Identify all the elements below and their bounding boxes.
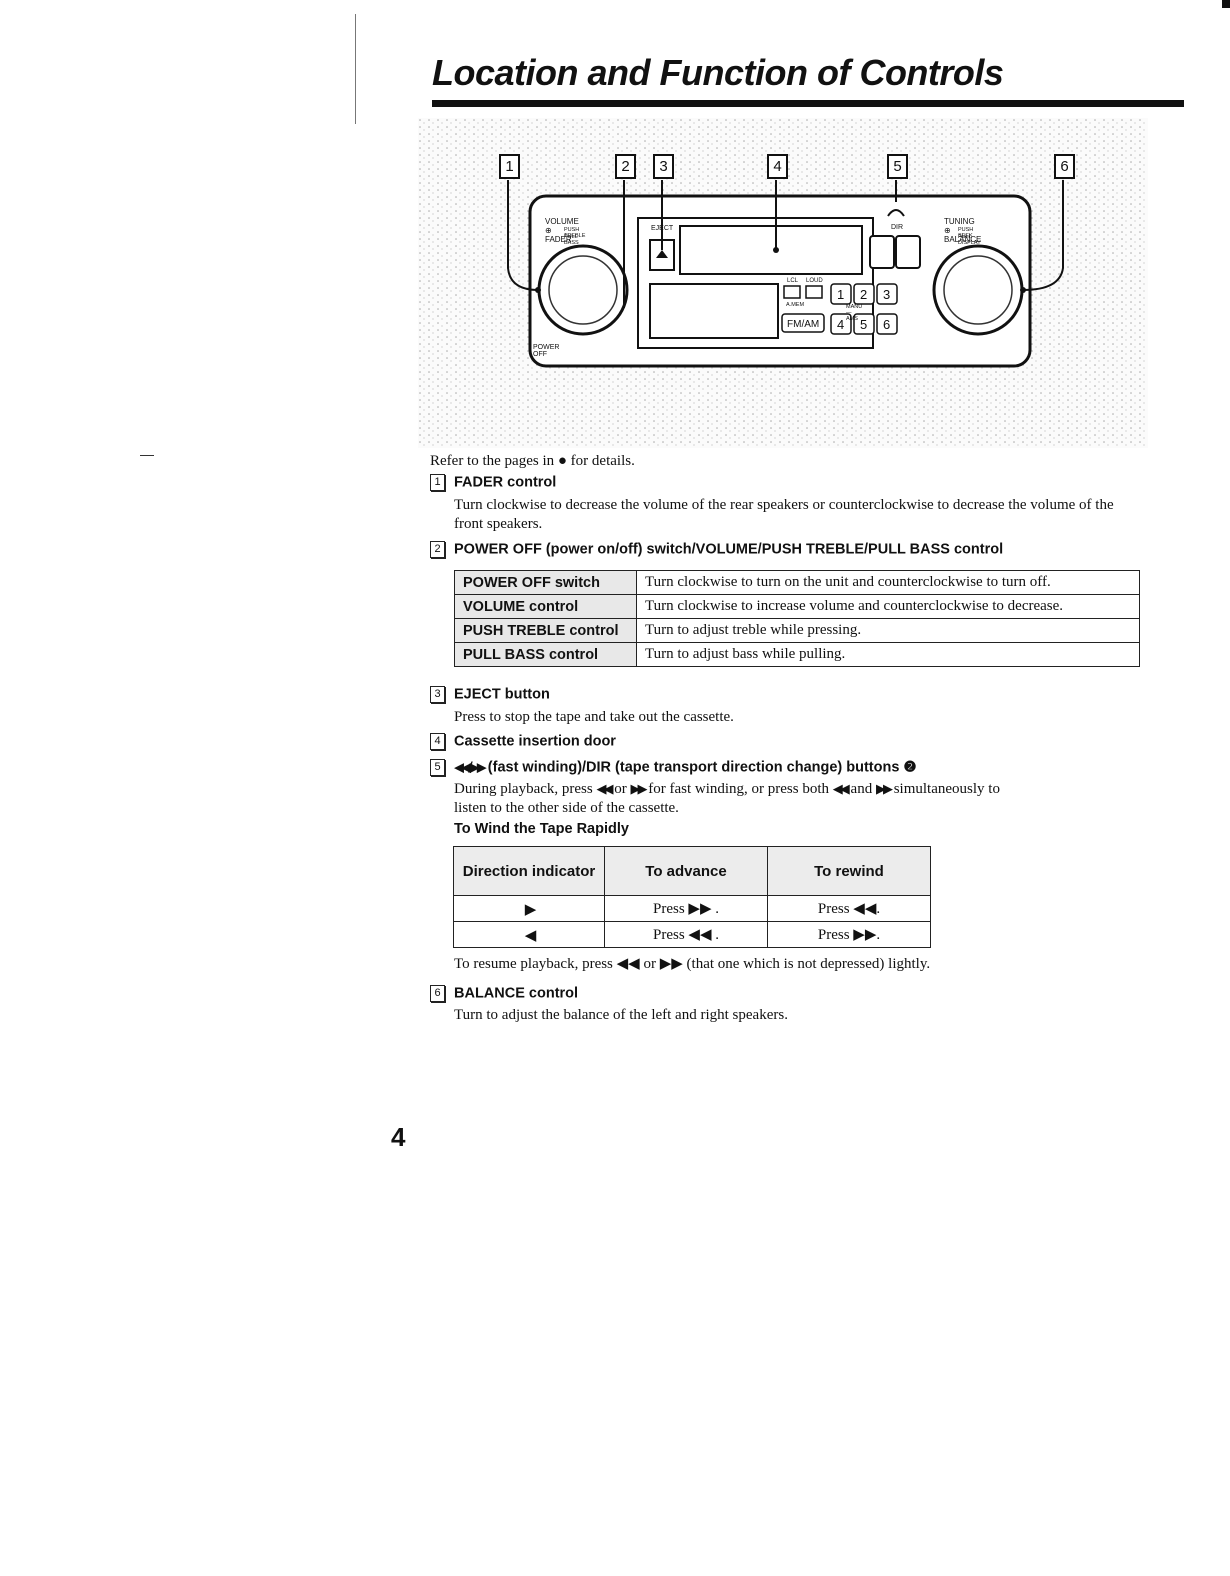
label-tuning-balance: TUNING ⊕ BALANCE (944, 217, 982, 244)
table-row: ▶ Press ▶▶ . Press ◀◀. (453, 895, 931, 922)
section-number: 6 (430, 985, 445, 1002)
scan-mark (1222, 0, 1230, 8)
section-number: 5 (430, 759, 445, 776)
label-push-treble: PUSH TREBLE (564, 227, 586, 239)
callout-4: 4 (767, 154, 788, 179)
label-pull-bass: PULL BASS (564, 234, 579, 246)
table-row: PUSH TREBLE control Turn to adjust trebl… (454, 618, 1140, 643)
column-header: Direction indicator (453, 846, 605, 896)
table-header-row: Direction indicator To advance To rewind (453, 846, 931, 896)
label-volume-fader: VOLUME ⊕ FADER (545, 217, 579, 244)
tape-winding-table: Direction indicator To advance To rewind… (453, 846, 931, 948)
preset-2: 2 (860, 287, 868, 302)
table-cell-label: PUSH TREBLE control (454, 618, 637, 643)
callout-2: 2 (615, 154, 636, 179)
label-push-seek: PUSH SEEK (958, 227, 974, 239)
section-5-subheading: To Wind the Tape Rapidly (454, 821, 629, 837)
callout-5: 5 (887, 154, 908, 179)
section-number: 3 (430, 686, 445, 703)
section-number: 4 (430, 733, 445, 750)
volume-knob (537, 244, 629, 336)
table-cell-text: Turn clockwise to increase volume and co… (636, 594, 1140, 619)
scan-mark (140, 455, 154, 456)
rewind-cell: Press ◀◀. (767, 895, 931, 922)
rewind-cell: Press ▶▶. (767, 921, 931, 948)
preset-4: 4 (837, 317, 845, 332)
label-loud: LOUD (806, 278, 823, 284)
fast-forward-button (895, 235, 921, 269)
section-1-text: Turn clockwise to decrease the volume of… (454, 497, 1114, 532)
cassette-door (679, 225, 863, 275)
column-header: To advance (604, 846, 768, 896)
fm-am-button (781, 313, 825, 333)
section-5-resume-text: To resume playback, press ◀◀ or ▶▶ (that… (454, 956, 931, 972)
display-window (649, 283, 779, 339)
table-row: VOLUME control Turn clockwise to increas… (454, 594, 1140, 619)
label-power-off: POWER OFF (533, 344, 560, 358)
direction-indicator-cell: ◀ (453, 921, 605, 948)
label-pull-display: PULL DISPLAY (958, 234, 981, 246)
section-5-heading: 5◀◀/▶▶ (fast winding)/DIR (tape transpor… (430, 759, 916, 776)
preset-6: 6 (883, 317, 891, 332)
section-number: 1 (430, 474, 445, 491)
label-lcl: LCL (787, 278, 799, 284)
balance-knob (932, 244, 1024, 336)
page-title: Location and Function of Controls (432, 52, 1004, 93)
callout-6: 6 (1054, 154, 1075, 179)
label-fm-am: FM/AM (787, 319, 820, 330)
section-3-text: Press to stop the tape and take out the … (454, 709, 734, 725)
label-a-mem: A.MEM (786, 302, 805, 308)
callout-1: 1 (499, 154, 520, 179)
label-eject: EJECT (651, 225, 674, 232)
section-5-text: During playback, press ◀◀ or ▶▶ for fast… (454, 781, 1000, 816)
table-cell-label: VOLUME control (454, 594, 637, 619)
column-header: To rewind (767, 846, 931, 896)
page-number: 4 (391, 1122, 406, 1152)
preset-5: 5 (860, 317, 868, 332)
intro-text: Refer to the pages in ● for details. (430, 453, 635, 469)
direction-indicator-cell: ▶ (453, 895, 605, 922)
power-volume-table: POWER OFF switch Turn clockwise to turn … (454, 570, 1140, 667)
rewind-button (869, 235, 895, 269)
table-row: POWER OFF switch Turn clockwise to turn … (454, 570, 1140, 595)
callout-3: 3 (653, 154, 674, 179)
table-cell-text: Turn clockwise to turn on the unit and c… (636, 570, 1140, 595)
title-rule (432, 100, 1184, 107)
section-number: 2 (430, 541, 445, 558)
table-cell-label: POWER OFF switch (454, 570, 637, 595)
table-cell-label: PULL BASS control (454, 642, 637, 667)
label-manu-ams: MANU — AMS (846, 304, 863, 322)
preset-1: 1 (837, 287, 845, 302)
scan-mark (355, 14, 356, 124)
section-6-text: Turn to adjust the balance of the left a… (454, 1007, 788, 1023)
table-row: ◀ Press ◀◀ . Press ▶▶. (453, 921, 931, 948)
advance-cell: Press ▶▶ . (604, 895, 768, 922)
table-cell-text: Turn to adjust bass while pulling. (636, 642, 1140, 667)
advance-cell: Press ◀◀ . (604, 921, 768, 948)
label-dir: DIR (891, 224, 904, 231)
preset-3: 3 (883, 287, 891, 302)
table-cell-text: Turn to adjust treble while pressing. (636, 618, 1140, 643)
table-row: PULL BASS control Turn to adjust bass wh… (454, 642, 1140, 667)
